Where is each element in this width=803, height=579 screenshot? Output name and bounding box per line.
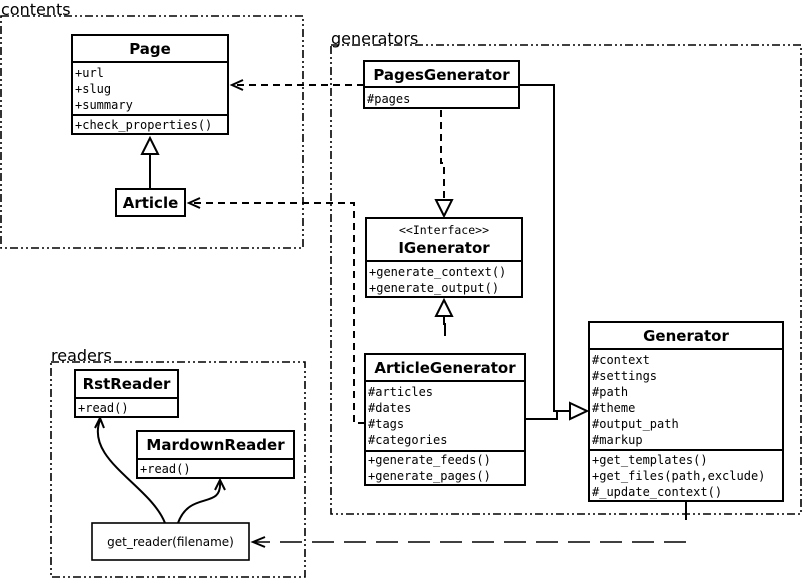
method: +generate_pages()	[368, 469, 491, 483]
class-generator[interactable]: Generator #context #settings #path #them…	[588, 321, 784, 502]
method: +generate_context()	[369, 265, 506, 279]
stereotype: <<Interface>>	[399, 223, 489, 237]
package-readers: readers	[50, 346, 306, 578]
attribute: #path	[592, 385, 628, 399]
method: +generate_output()	[369, 281, 499, 295]
package-contents: contents	[0, 0, 304, 249]
class-name: Article	[123, 194, 179, 212]
attribute: +summary	[75, 98, 133, 112]
class-name: IGenerator	[398, 239, 490, 257]
class-rst-reader[interactable]: RstReader +read()	[74, 369, 179, 418]
function-get-reader[interactable]: get_reader(filename)	[91, 522, 250, 561]
attribute: #pages	[367, 92, 410, 106]
attribute: #context	[592, 353, 650, 367]
class-page[interactable]: Page +url +slug +summary +check_properti…	[71, 34, 229, 135]
attribute: #settings	[592, 369, 657, 383]
class-name: RstReader	[83, 375, 171, 393]
function-name: get_reader(filename)	[107, 535, 234, 549]
class-name: PagesGenerator	[373, 66, 510, 84]
attribute: #articles	[368, 385, 433, 399]
inheritance-articlegenerator-generator	[525, 411, 558, 420]
method: +check_properties()	[75, 118, 212, 132]
class-name: Generator	[643, 327, 729, 345]
hollow-triangle-icon	[434, 199, 454, 219]
class-name: MardownReader	[146, 436, 285, 454]
attribute: #markup	[592, 433, 643, 447]
inheritance-pagesgenerator-generator	[519, 84, 570, 412]
hollow-triangle-icon	[434, 297, 454, 317]
class-name: ArticleGenerator	[374, 359, 516, 377]
class-article[interactable]: Article	[115, 188, 186, 217]
class-mardown-reader[interactable]: MardownReader +read()	[136, 430, 295, 479]
attribute: #tags	[368, 417, 404, 431]
attribute: +slug	[75, 82, 111, 96]
attribute: #dates	[368, 401, 411, 415]
open-arrow-icon	[250, 536, 266, 548]
package-label-contents: contents	[1, 0, 71, 19]
hollow-triangle-icon	[140, 135, 160, 155]
open-arrow-icon	[214, 477, 226, 491]
open-arrow-icon	[186, 197, 201, 209]
attribute: #categories	[368, 433, 447, 447]
class-pages-generator[interactable]: PagesGenerator #pages	[363, 60, 520, 109]
edges	[94, 79, 687, 548]
open-arrow-icon	[229, 79, 244, 91]
method: +generate_feeds()	[368, 453, 491, 467]
package-label-readers: readers	[51, 346, 112, 365]
method: +get_templates()	[592, 453, 708, 467]
class-article-generator[interactable]: ArticleGenerator #articles #dates #tags …	[364, 353, 526, 486]
class-name: Page	[129, 40, 171, 58]
package-label-generators: generators	[331, 29, 418, 48]
dependency-getreader-rstreader	[96, 419, 166, 524]
attribute: #output_path	[592, 417, 679, 431]
method: +get_files(path,exclude)	[592, 469, 765, 483]
package-generators: generators	[330, 29, 802, 515]
method: #_update_context()	[592, 485, 722, 499]
method: +read()	[78, 401, 129, 415]
realization-pagesgenerator-igenerator	[440, 110, 445, 200]
attribute: #theme	[592, 401, 635, 415]
dependency-getreader-mardownreader	[177, 481, 222, 524]
dependency-articlegenerator-article	[190, 202, 365, 424]
attribute: +url	[75, 66, 104, 80]
class-igenerator[interactable]: <<Interface>> IGenerator +generate_conte…	[365, 217, 523, 298]
realization-articlegenerator-igenerator	[443, 316, 446, 336]
method: +read()	[140, 462, 191, 476]
hollow-triangle-icon	[569, 401, 590, 421]
